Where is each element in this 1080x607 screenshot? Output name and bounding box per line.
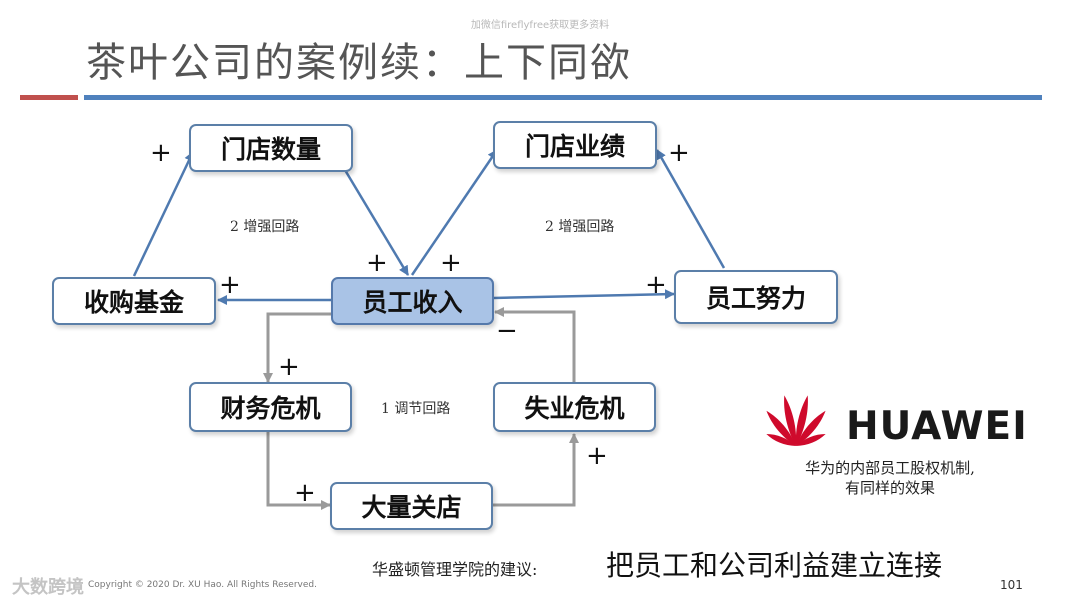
link-unemployment-to-income <box>494 307 576 382</box>
node-store-performance: 门店业绩 <box>493 121 657 169</box>
link-fund-to-stores <box>132 151 195 277</box>
node-employee-income: 员工收入 <box>331 277 494 325</box>
link-income-to-performance <box>410 149 499 276</box>
link-effort-to-performance <box>655 149 726 269</box>
loop-label-balancing: 1 调节回路 <box>381 401 451 417</box>
title-rule-accent <box>20 95 78 100</box>
node-employee-effort: 员工努力 <box>674 270 838 324</box>
polarity-sign: − <box>496 316 518 346</box>
huawei-note-line: 华为的内部员工股权机制, <box>805 459 975 477</box>
polarity-sign: + <box>278 352 300 382</box>
huawei-note-line: 有同样的效果 <box>844 479 935 497</box>
huawei-note: 华为的内部员工股权机制, 有同样的效果 <box>790 458 990 498</box>
polarity-sign: + <box>645 270 667 300</box>
page-number: 101 <box>1000 578 1023 592</box>
advice-label: 华盛顿管理学院的建议: <box>372 560 538 579</box>
polarity-sign: + <box>219 270 241 300</box>
advice-text: 把员工和公司利益建立连接 <box>606 549 943 582</box>
polarity-sign: + <box>668 138 690 168</box>
copyright: Copyright © 2020 Dr. XU Hao. All Rights … <box>88 580 317 590</box>
polarity-sign: + <box>366 248 388 278</box>
huawei-wordmark: HUAWEI <box>846 404 1028 449</box>
link-financial-crisis-to-closures <box>266 432 331 510</box>
link-income-to-effort <box>492 289 675 300</box>
node-mass-closures: 大量关店 <box>330 482 493 530</box>
node-store-count: 门店数量 <box>189 124 353 172</box>
huawei-logo-icon <box>766 395 826 446</box>
node-unemployment-crisis: 失业危机 <box>493 382 656 432</box>
slide-title: 茶叶公司的案例续：上下同欲 <box>86 40 632 86</box>
loop-label-right: 2 增强回路 <box>545 219 615 235</box>
top-watermark: 加微信fireflyfree获取更多资料 <box>470 20 610 31</box>
polarity-sign: + <box>440 248 462 278</box>
loop-label-left: 2 增强回路 <box>230 219 300 235</box>
polarity-sign: + <box>294 478 316 508</box>
polarity-sign: + <box>586 441 608 471</box>
node-financial-crisis: 财务危机 <box>189 382 352 432</box>
node-acquisition-fund: 收购基金 <box>52 277 216 325</box>
polarity-sign: + <box>150 138 172 168</box>
link-income-to-financial-crisis <box>263 312 331 383</box>
link-closures-to-unemployment <box>492 433 579 507</box>
title-rule <box>84 95 1042 100</box>
watermark-logo: 大数跨境 <box>12 577 84 598</box>
link-stores-to-income <box>343 169 410 276</box>
